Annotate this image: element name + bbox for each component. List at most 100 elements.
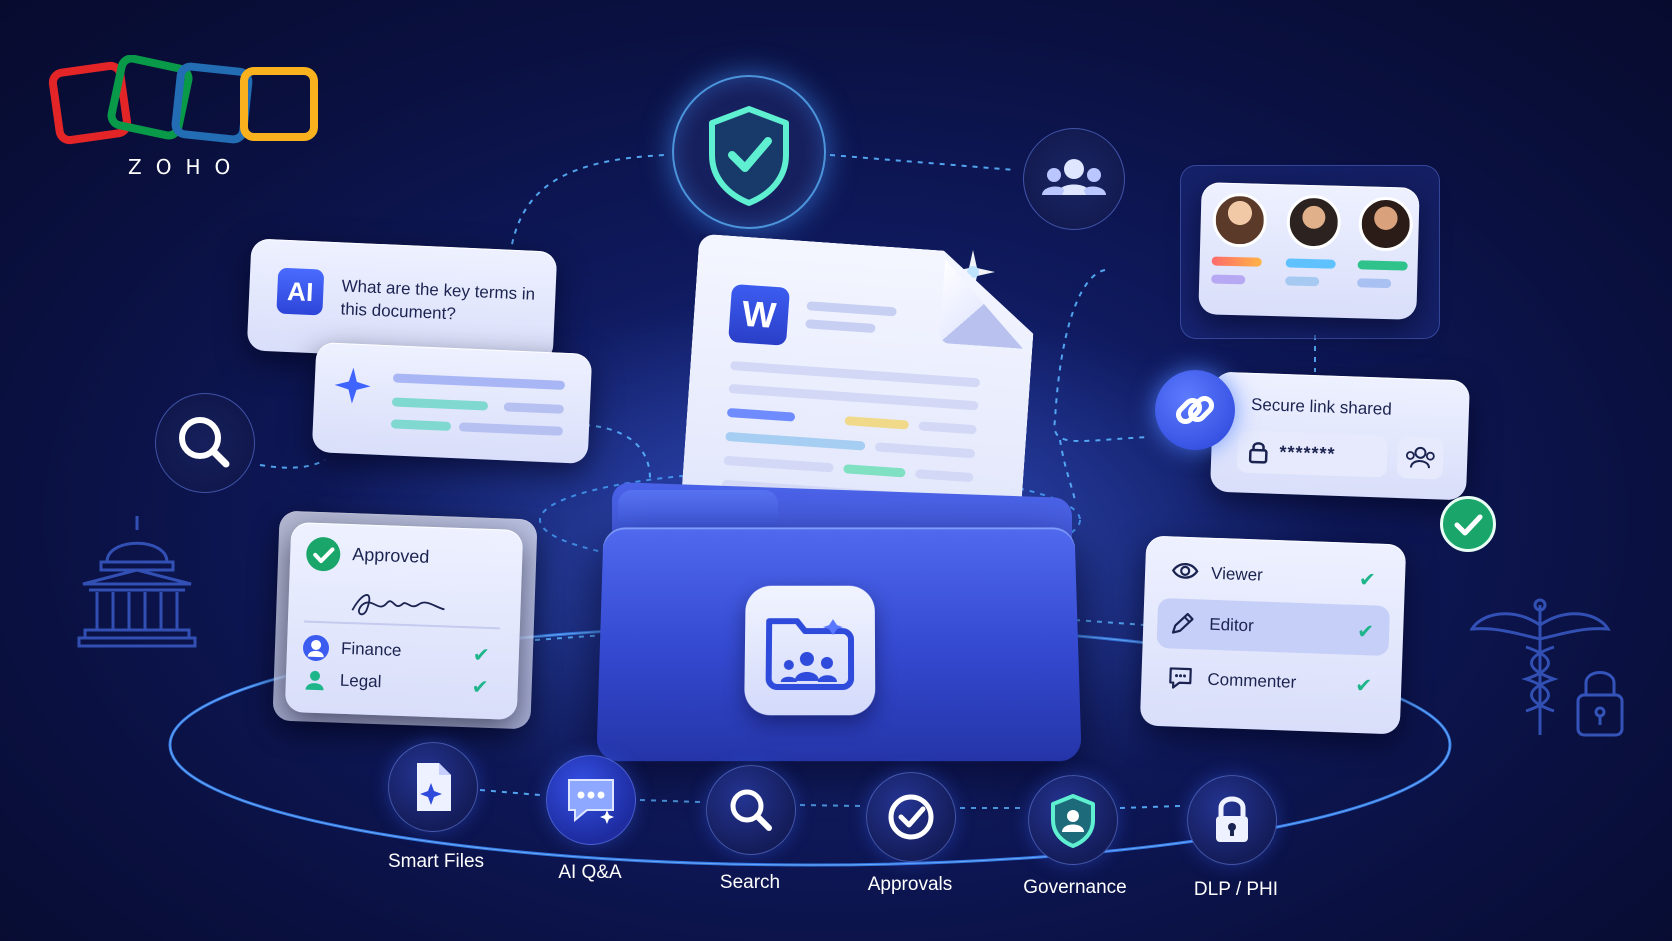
doc-line-10 [724,456,834,473]
pencil-icon [1171,612,1194,634]
check-icon: ✔ [1358,568,1377,592]
approval-row-finance: Finance ✔ [302,633,503,670]
approver-label: Legal [339,670,382,692]
search-icon [179,417,230,468]
folder-front [596,527,1082,762]
doc-line-1 [806,301,896,316]
avatar [1212,192,1268,248]
link-icon [1175,395,1215,425]
zoho-logo: ZOHO [48,55,328,180]
permission-option-editor[interactable]: Editor ✔ [1156,597,1391,657]
answer-line-4 [390,419,452,431]
avatar [1358,196,1414,252]
link-badge[interactable] [1155,370,1235,450]
password-mask: ******* [1279,441,1336,464]
permission-option-commenter[interactable]: Commenter ✔ [1155,654,1388,708]
collaborator-status-bar [1285,276,1320,287]
signature-image [351,594,445,616]
ai-answer-card [311,342,593,464]
eye-icon [1171,563,1199,579]
user-avatar-icon [302,634,330,662]
collaborator-status-bar [1211,274,1246,285]
users-icon [1405,446,1435,469]
permission-label: Editor [1209,614,1255,636]
avatar [1286,194,1342,250]
approver-label: Finance [340,638,402,660]
feature-label: Approvals [867,874,953,895]
word-doc-badge: W [728,284,790,346]
permission-label: Viewer [1210,563,1264,585]
answer-line-1 [392,373,566,390]
chat-icon [568,779,614,824]
user-icon [305,670,324,691]
search-badge [155,393,255,493]
check-icon: ✔ [1354,674,1373,698]
permission-option-viewer[interactable]: Viewer ✔ [1158,548,1391,602]
permission-label: Commenter [1207,669,1297,692]
feature-label: Search [719,872,781,893]
answer-line-3 [503,402,565,414]
shield-check-icon [709,106,789,206]
collaborators-card [1198,182,1420,320]
collaborator-status-bar [1357,278,1392,289]
doc-line-5 [727,408,795,422]
check-circle-icon [888,794,934,840]
permissions-card: Viewer ✔ Editor ✔ Commenter ✔ [1139,535,1407,735]
security-shield-badge [672,75,826,229]
search-icon [730,789,772,831]
team-users-badge [1023,128,1125,230]
feature-governance[interactable] [1028,775,1118,865]
folder-tab [618,490,778,534]
users-icon [1042,159,1106,195]
feature-label: AI Q&A [558,862,622,883]
sparkle-icon [334,367,371,404]
secure-link-card: Secure link shared ******* [1209,371,1471,501]
doc-line-3 [730,361,980,387]
shield-user-icon [1051,794,1095,848]
doc-line-11 [843,464,905,477]
success-check-badge [1440,496,1496,552]
government-building-icon [77,516,197,648]
feature-search[interactable] [706,765,796,855]
approval-card: Approved Finance ✔ Legal ✔ [284,522,524,720]
zoho-logo-text: ZOHO [128,155,245,179]
answer-line-2 [391,397,489,411]
feature-label: DLP / PHI [1193,879,1279,900]
secure-link-title: Secure link shared [1250,394,1393,419]
lock-icon [1216,796,1248,842]
feature-label: Smart Files [387,851,485,872]
approval-row-legal: Legal ✔ [301,664,502,701]
zoho-logo-mark [48,55,318,145]
shared-folder-icon [744,586,875,716]
collaborator-status-bar [1211,256,1262,267]
approval-status: Approved [351,544,430,567]
password-field: ******* [1236,430,1389,478]
lock-icon [1248,442,1268,464]
feature-ai-qa[interactable] [546,755,636,845]
answer-line-5 [458,422,564,436]
doc-line-12 [915,469,973,482]
collaborator-status-bar [1357,260,1408,271]
check-icon: ✔ [471,676,489,699]
check-icon: ✔ [472,644,490,668]
ai-badge: AI [276,267,325,316]
doc-line-4 [729,384,979,410]
feature-smart-files[interactable] [388,742,478,832]
medical-caduceus-icon [1470,598,1624,737]
feature-label: Governance [1023,877,1127,898]
smart-file-icon [417,763,451,811]
approved-check-icon [305,536,341,572]
feature-dlp-phi[interactable] [1187,775,1277,865]
check-icon: ✔ [1356,620,1375,644]
feature-approvals[interactable] [866,772,956,862]
comment-icon [1169,667,1192,689]
doc-line-8 [725,432,865,451]
collaborator-status-bar [1285,258,1336,269]
doc-line-6 [845,416,909,429]
checkmark-icon [1454,514,1483,536]
doc-line-7 [918,421,976,434]
ai-question-text: What are the key terms in this document? [340,276,536,324]
share-users-button[interactable] [1396,436,1445,480]
shared-folder-badge [744,585,876,716]
doc-line-2 [805,319,875,333]
